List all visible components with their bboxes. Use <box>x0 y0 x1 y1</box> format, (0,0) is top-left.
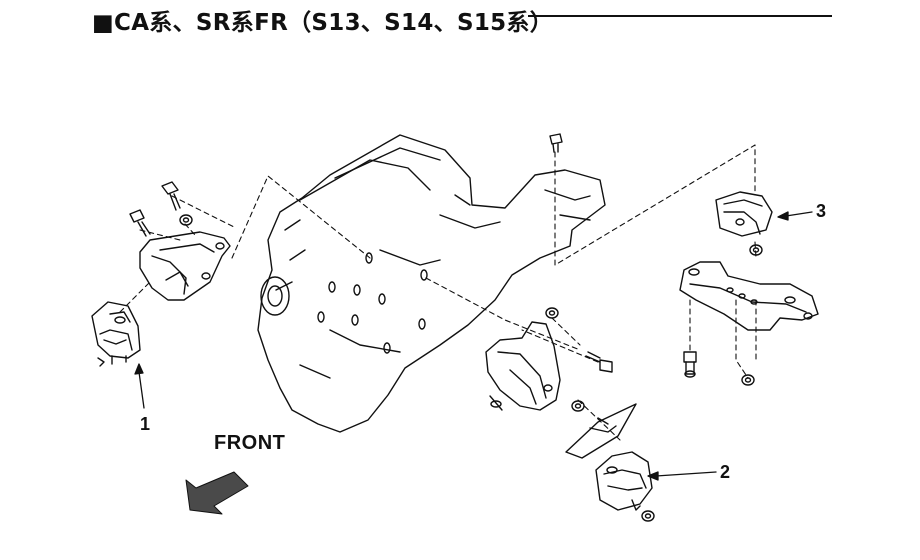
arrowhead-2 <box>647 471 659 481</box>
leader-arrow-3 <box>785 211 813 217</box>
bolt-group-right <box>545 133 613 412</box>
leader-arrow-1 <box>138 371 145 409</box>
arrowhead-3 <box>777 211 789 221</box>
callout-2: 2 <box>720 462 731 482</box>
mount-bracket-right <box>485 321 561 411</box>
callout-1: 1 <box>140 414 151 434</box>
mount-bracket-left <box>139 231 231 301</box>
leader-arrow-2 <box>655 471 717 477</box>
assembly-guide-lines <box>119 144 757 441</box>
crossmember-bolts <box>683 351 755 386</box>
leader-arrows <box>134 211 813 481</box>
mount-plate-2 <box>565 403 637 459</box>
arrowhead-1 <box>134 363 144 375</box>
engine-block <box>257 134 606 433</box>
section-title: ■CA系、SR系FR（S13、S14、S15系） <box>92 10 554 36</box>
title-rule <box>528 15 832 17</box>
engine-mount-1 <box>91 301 141 367</box>
bolt-group-left <box>129 181 193 237</box>
transmission-crossmember <box>679 261 819 331</box>
front-direction-arrow <box>185 471 249 515</box>
callout-3: 3 <box>816 201 827 221</box>
front-label: FRONT <box>214 432 286 454</box>
page-header: ■CA系、SR系FR（S13、S14、S15系） <box>92 3 852 36</box>
transmission-mount-3 <box>715 191 773 256</box>
engine-mount-2 <box>595 451 655 522</box>
